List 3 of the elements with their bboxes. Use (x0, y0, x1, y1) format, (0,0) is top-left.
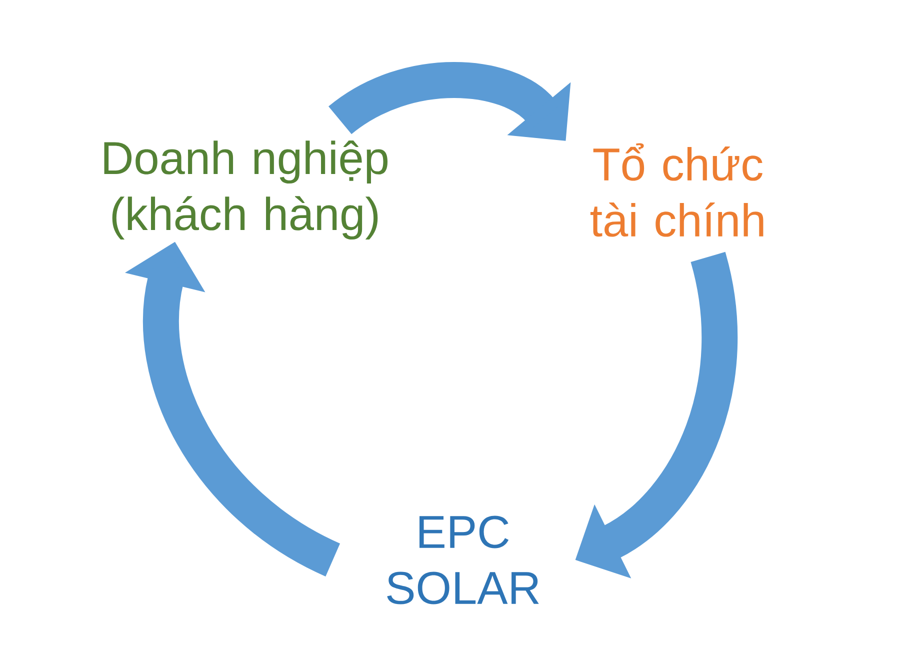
node-label: Tổ chức tài chính (590, 143, 764, 237)
node-label: Doanh nghiệp (khách hàng) (104, 140, 388, 240)
node-label: EPC SOLAR (387, 516, 539, 604)
